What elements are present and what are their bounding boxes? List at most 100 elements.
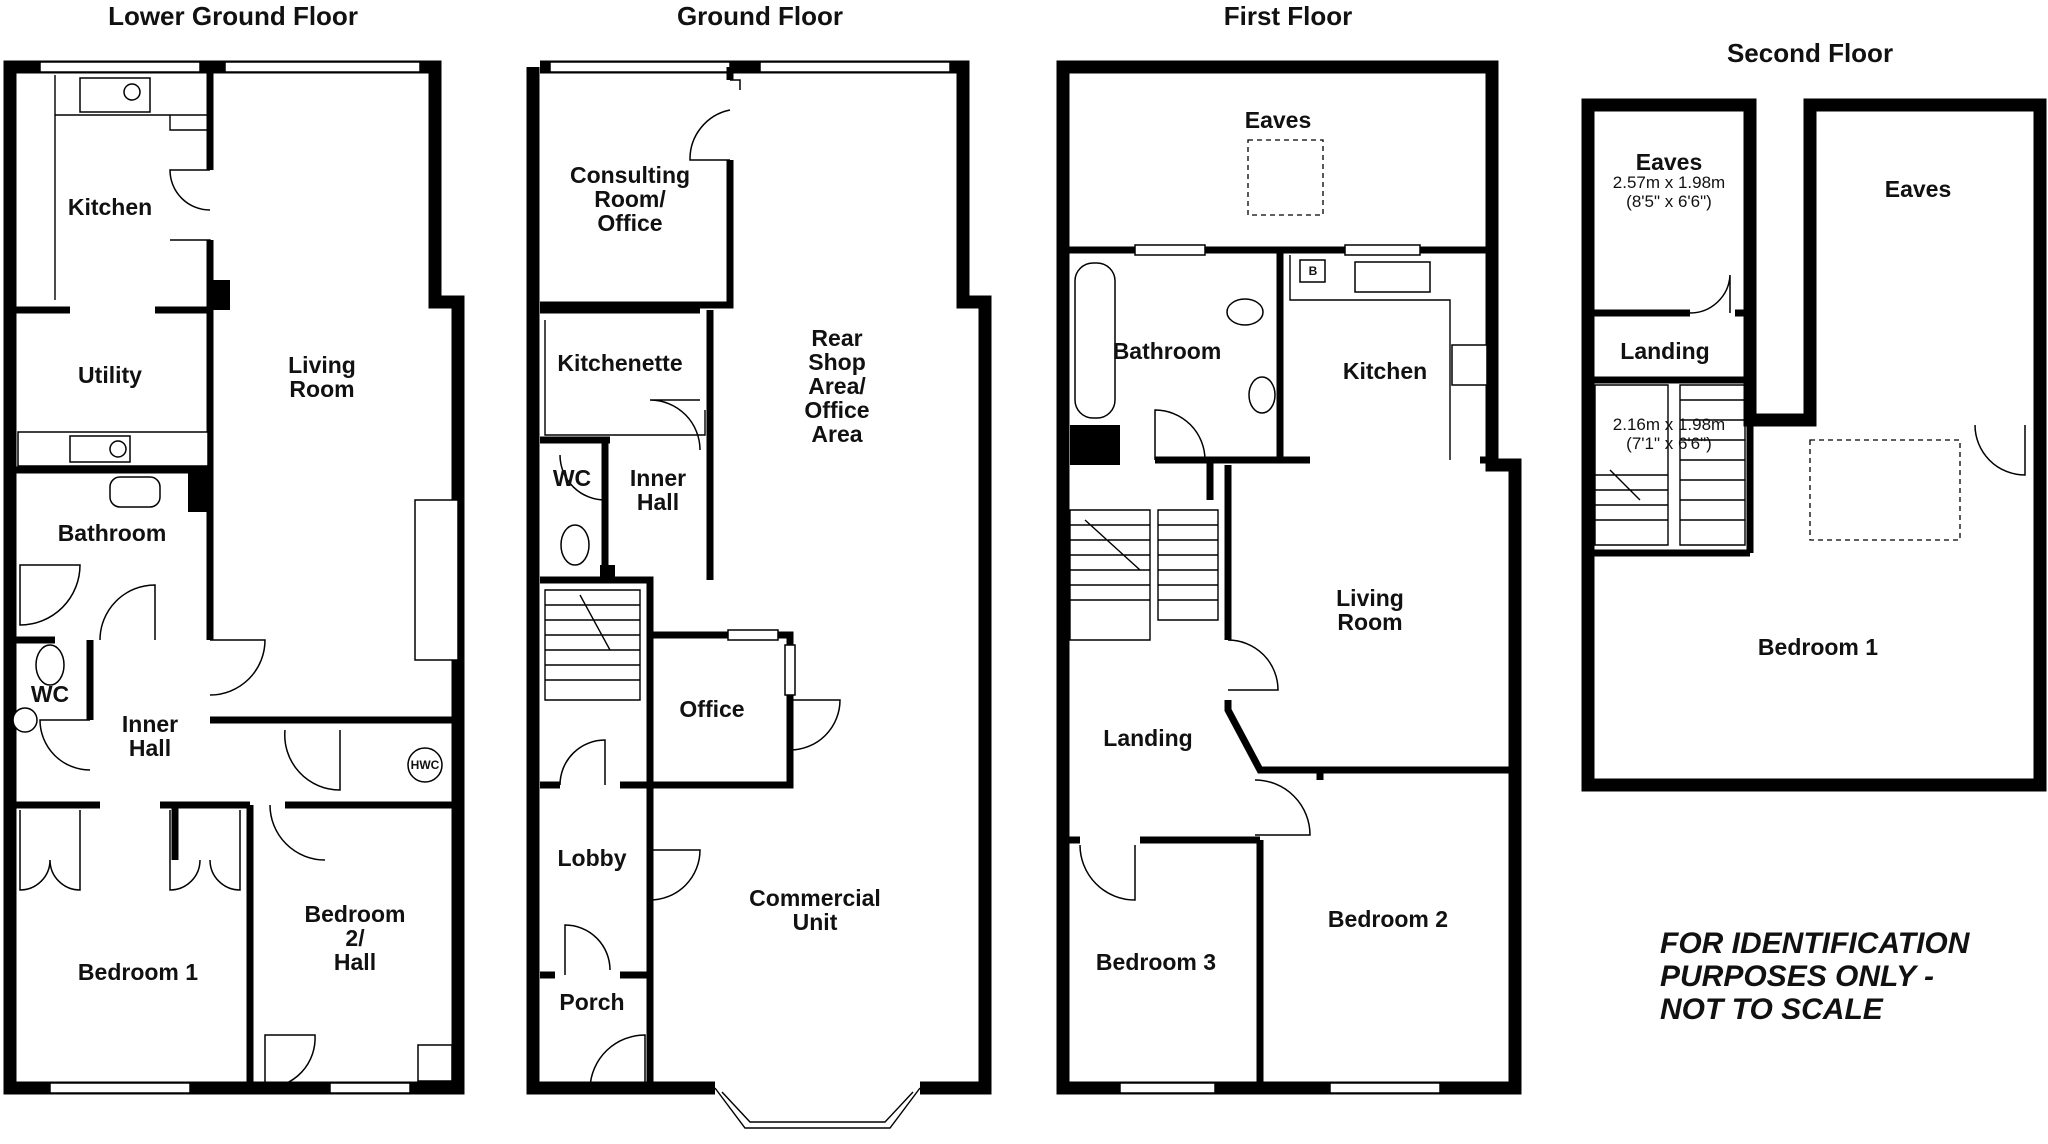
window: [329, 1082, 411, 1094]
first-floor-plan: First Floor Eaves B Bathroom Kitchen Liv…: [1056, 1, 1522, 1095]
bay-window: [714, 1087, 921, 1129]
room-label-living-room-line1: Living: [288, 352, 356, 378]
window: [1134, 244, 1206, 256]
toilet-icon: [35, 644, 65, 686]
room-label-rear-shop-line5: Area: [811, 421, 862, 447]
room-label-bedroom-1: Bedroom 1: [78, 959, 198, 985]
door-swing-icon: [1689, 274, 1731, 314]
door-swing-icon: [169, 169, 211, 211]
disclaimer-line3: NOT TO SCALE: [1660, 993, 1884, 1026]
room-label-rear-shop-line4: Office: [804, 397, 869, 423]
room-label-bedroom-2-line2: 2/: [345, 925, 365, 951]
first-interior-walls: [1063, 246, 1515, 1088]
room-label-bathroom: Bathroom: [58, 520, 167, 546]
door-swing-icon: [39, 719, 91, 771]
room-label-bedroom-2-line1: Bedroom: [305, 901, 406, 927]
window: [549, 61, 731, 73]
disclaimer-line1: FOR IDENTIFICATION: [1660, 927, 1971, 960]
boiler-label: B: [1309, 264, 1318, 278]
room-label-office: Office: [679, 696, 744, 722]
loft-hatch: [1247, 139, 1324, 216]
room-label-rear-shop-line1: Rear: [811, 325, 862, 351]
door-swing-icon: [559, 739, 606, 786]
eaves-left-dimensions-imperial: (8'5" x 6'6"): [1626, 192, 1712, 211]
window: [759, 61, 951, 73]
room-label-commercial-line2: Unit: [793, 909, 838, 935]
room-label-commercial-line1: Commercial: [749, 885, 881, 911]
shower-tray-icon: [19, 564, 81, 626]
staircase: [1069, 509, 1219, 641]
door-swing-icon: [264, 1034, 316, 1089]
door-swing-icon: [1154, 409, 1206, 461]
hob-icon: [1451, 344, 1488, 386]
staircase: [544, 589, 641, 701]
room-label-bedroom-2-line3: Hall: [334, 949, 376, 975]
room-label-living-room-line1: Living: [1336, 585, 1404, 611]
room-label-kitchen: Kitchen: [68, 194, 152, 220]
second-interior-walls: [1588, 309, 1754, 557]
door-swing-icon: [209, 639, 266, 696]
room-label-kitchenette: Kitchenette: [557, 350, 682, 376]
lower-ground-outer-wall: [3, 60, 465, 1095]
room-label-wc: WC: [31, 681, 69, 707]
chimney: [1070, 425, 1120, 465]
bath-basin-icon: [109, 476, 161, 508]
ground-floor-title: Ground Floor: [677, 1, 843, 31]
room-label-bedroom-3: Bedroom 3: [1096, 949, 1216, 975]
disclaimer-line2: PURPOSES ONLY -: [1660, 960, 1934, 993]
chimney: [210, 280, 230, 310]
window: [224, 61, 421, 73]
door-swing-icon: [564, 924, 611, 975]
room-label-wc: WC: [553, 465, 591, 491]
room-label-kitchen: Kitchen: [1343, 358, 1427, 384]
basin-icon: [1248, 376, 1276, 414]
door-swing-icon: [689, 79, 741, 161]
window: [1119, 1082, 1216, 1094]
cupboard: [417, 1044, 453, 1082]
second-floor-title: Second Floor: [1727, 38, 1893, 68]
wc-basin-icon: [12, 707, 38, 733]
ground-interior-walls: [540, 67, 794, 1088]
window: [1329, 1082, 1441, 1094]
landing-dimensions-metric: 2.16m x 1.98m: [1613, 415, 1725, 434]
ground-floor-plan: Ground Floor Consulting Room/ Office Kit…: [526, 1, 992, 1129]
room-label-porch: Porch: [559, 989, 624, 1015]
loft-hatch: [1809, 439, 1961, 541]
landing-dimensions-imperial: (7'1" x 6'6"): [1626, 434, 1712, 453]
door-swing-icon: [649, 399, 701, 451]
room-label-consulting-line3: Office: [597, 210, 662, 236]
room-label-living-room-line2: Room: [289, 376, 354, 402]
first-outer-wall: [1056, 60, 1522, 1095]
chimney: [188, 470, 210, 512]
first-floor-title: First Floor: [1224, 1, 1353, 31]
room-label-eaves-left: Eaves: [1636, 149, 1703, 175]
room-label-inner-hall-line1: Inner: [122, 711, 178, 737]
eaves-left-dimensions-metric: 2.57m x 1.98m: [1613, 173, 1725, 192]
door-swing-icon: [1974, 424, 2026, 476]
room-label-consulting-line2: Room/: [594, 186, 666, 212]
lower-ground-interior-walls: [6, 67, 458, 1088]
door-swing-icon: [284, 729, 341, 791]
door-swing-icon: [1227, 639, 1279, 691]
hwc-label: HWC: [411, 758, 440, 772]
door-swing-icon: [1254, 779, 1311, 836]
room-label-eaves-right: Eaves: [1885, 176, 1952, 202]
room-label-bathroom: Bathroom: [1113, 338, 1222, 364]
room-label-lobby: Lobby: [558, 845, 627, 871]
disclaimer: FOR IDENTIFICATION PURPOSES ONLY - NOT T…: [1660, 927, 1971, 1026]
toilet-icon: [560, 524, 590, 566]
sink-icon: [1354, 261, 1431, 293]
door-swing-icon: [789, 699, 841, 751]
room-label-consulting-line1: Consulting: [570, 162, 690, 188]
room-label-utility: Utility: [78, 362, 142, 388]
door-swing-icon: [269, 804, 326, 861]
room-label-landing: Landing: [1103, 725, 1192, 751]
room-label-rear-shop-line2: Shop: [808, 349, 866, 375]
room-label-inner-hall-line2: Hall: [637, 489, 679, 515]
room-label-landing: Landing: [1620, 338, 1709, 364]
window: [727, 629, 779, 641]
door-swing-icon: [649, 849, 701, 901]
door-swing-icon: [99, 584, 156, 641]
bath-icon: [1074, 262, 1116, 419]
